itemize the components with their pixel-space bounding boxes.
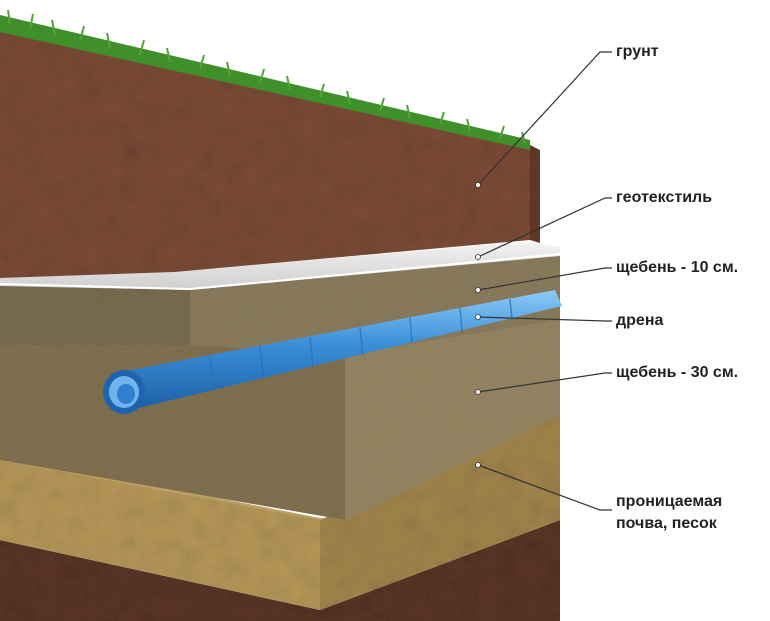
label-soil: грунт — [616, 43, 659, 60]
label-permeable-line2: почва, песок — [616, 515, 717, 532]
label-gravel-10cm: щебень - 10 см. — [616, 259, 739, 276]
sand-layer-front — [0, 460, 320, 610]
label-geotextile: геотекстиль — [616, 189, 713, 206]
soil-block — [0, 25, 530, 278]
label-gravel-30cm: щебень - 30 см. — [616, 364, 739, 381]
gravel-lower-side — [345, 305, 560, 520]
drain-pipe — [103, 290, 562, 414]
gravel-upper-left — [0, 285, 190, 345]
gravel-upper-front — [190, 255, 560, 355]
label-drain: дрена — [616, 312, 664, 329]
sand-layer-side — [320, 415, 560, 610]
deep-soil-layer — [0, 520, 560, 621]
geotextile-sheet — [0, 242, 560, 290]
soil-side-shade — [530, 145, 540, 243]
geotextile-edge — [0, 253, 561, 291]
callout-lines — [477, 51, 612, 511]
label-permeable-line1: проницаемая — [616, 493, 723, 510]
grass-strip — [0, 9, 530, 150]
callout-dots — [475, 182, 481, 468]
